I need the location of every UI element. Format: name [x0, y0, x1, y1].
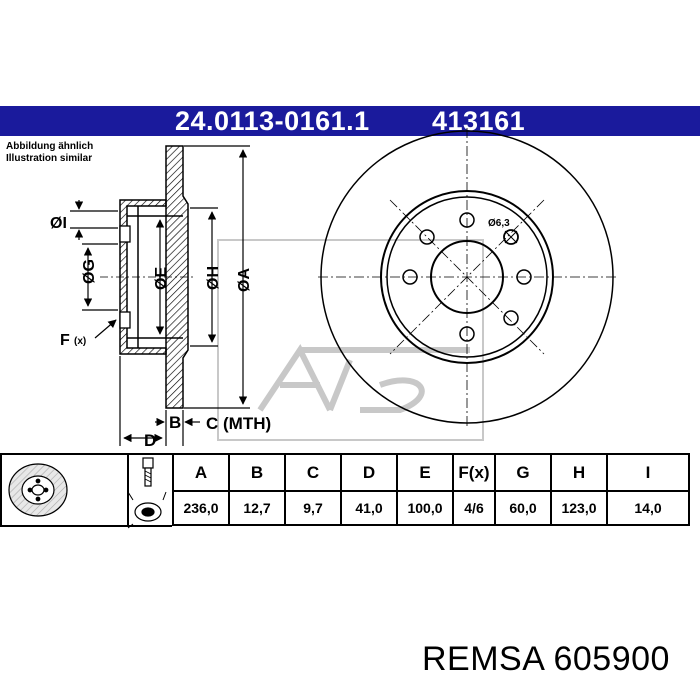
dim-label-f-sub: (x)	[74, 336, 86, 347]
spec-table-header-row: A B C D E F(x) G H I	[172, 453, 690, 492]
col-header-f: F(x)	[452, 453, 496, 492]
value-i: 14,0	[606, 490, 690, 526]
value-e: 100,0	[396, 490, 454, 526]
spec-table-value-row: 236,0 12,7 9,7 41,0 100,0 4/6 60,0 123,0…	[172, 490, 690, 526]
col-header-c: C	[284, 453, 342, 492]
header-bar	[0, 106, 700, 136]
bolt-hole-label: Ø6,3	[488, 218, 510, 229]
value-h: 123,0	[550, 490, 608, 526]
dimension-lines	[70, 145, 250, 446]
note-illustration-de: Abbildung ähnlich	[6, 141, 94, 152]
dim-label-h: ØH	[205, 266, 222, 290]
table-frame	[0, 453, 172, 527]
ate-watermark	[217, 239, 484, 441]
dim-label-a: ØA	[236, 268, 253, 292]
note-illustration-en: Illustration similar	[6, 153, 93, 164]
disc-side-section	[100, 145, 195, 409]
value-c: 9,7	[284, 490, 342, 526]
dim-label-g: ØG	[81, 259, 98, 284]
col-header-e: E	[396, 453, 454, 492]
part-number: 24.0113-0161.1	[175, 106, 370, 136]
value-f: 4/6	[452, 490, 496, 526]
col-header-g: G	[494, 453, 552, 492]
spec-table: A B C D E F(x) G H I 236,0 12,7 9,7 41,0…	[172, 453, 690, 526]
value-g: 60,0	[494, 490, 552, 526]
dim-label-d: D	[144, 431, 156, 450]
dim-label-i: ØI	[50, 215, 67, 232]
brake-disc-icon	[8, 463, 68, 517]
bolt-icon	[142, 457, 154, 487]
spec-table-wrap: A B C D E F(x) G H I 236,0 12,7 9,7 41,0…	[0, 453, 700, 526]
col-header-i: I	[606, 453, 690, 492]
disc-front-view	[318, 128, 616, 426]
value-a: 236,0	[172, 490, 230, 526]
col-header-a: A	[172, 453, 230, 492]
dim-label-f: F	[60, 332, 70, 349]
brand-label: REMSA 605900	[422, 640, 670, 678]
col-header-h: H	[550, 453, 608, 492]
dim-label-b: B	[169, 413, 181, 432]
value-b: 12,7	[228, 490, 286, 526]
col-header-b: B	[228, 453, 286, 492]
dim-label-e: ØE	[153, 267, 170, 290]
dim-label-c: C (MTH)	[206, 414, 271, 433]
value-d: 41,0	[340, 490, 398, 526]
col-header-d: D	[340, 453, 398, 492]
